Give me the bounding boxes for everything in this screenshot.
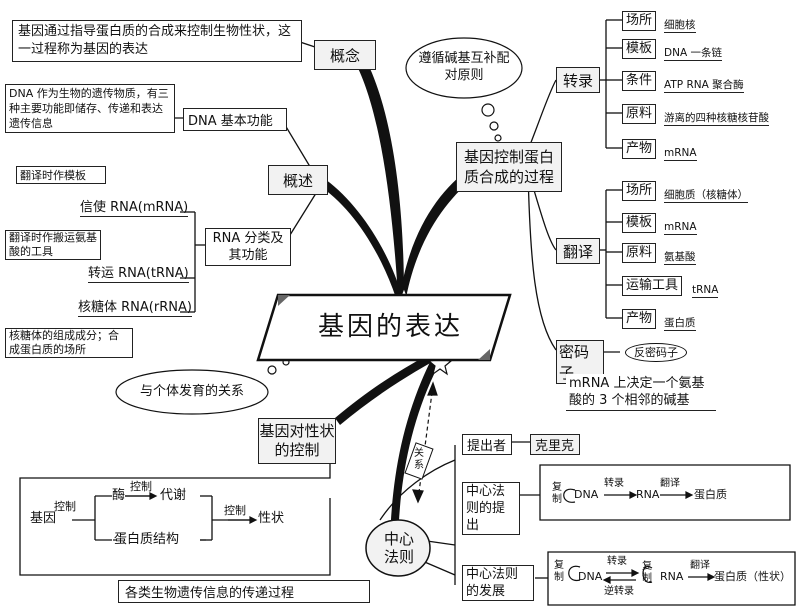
control-label-2: 控制 bbox=[130, 480, 152, 493]
flow1-replication: 复制 bbox=[552, 482, 562, 505]
flow1-protein: 蛋白质 bbox=[694, 488, 727, 501]
process-node: 基因控制蛋白质合成的过程 bbox=[456, 142, 562, 192]
concept-definition: 基因通过指导蛋白质的合成来控制生物性状，这一过程称为基因的表达 bbox=[12, 20, 302, 62]
transcription-value-3: 游离的四种核糖核苷酸 bbox=[664, 112, 769, 126]
transcription-node: 转录 bbox=[556, 67, 600, 93]
translation-key-0: 场所 bbox=[622, 181, 657, 201]
flow2-replication-dna: 复制 bbox=[554, 560, 564, 583]
flow2-transcription: 转录 bbox=[607, 556, 627, 567]
flow1-dna: DNA bbox=[574, 488, 599, 501]
translation-key-1: 模板 bbox=[622, 213, 657, 233]
flow2-dna: DNA bbox=[578, 570, 603, 583]
transcription-key-2: 条件 bbox=[622, 71, 657, 91]
flow2-translation: 翻译 bbox=[690, 560, 710, 571]
transcription-key-0: 场所 bbox=[622, 11, 657, 31]
dogma-proposal-node: 中心法则的提出 bbox=[462, 482, 520, 535]
transcription-key-1: 模板 bbox=[622, 39, 657, 59]
trait-control-node: 基因对性状的控制 bbox=[258, 418, 336, 464]
control-label-1: 控制 bbox=[54, 500, 76, 513]
dna-function-node: DNA 基本功能 bbox=[183, 108, 287, 131]
translation-node: 翻译 bbox=[556, 238, 600, 264]
translation-value-4: 蛋白质 bbox=[664, 317, 696, 331]
translation-key-3: 运输工具 bbox=[622, 276, 683, 296]
codon-definition: mRNA 上决定一个氨基酸的 3 个相邻的碱基 bbox=[566, 374, 716, 411]
mrna-label: 信使 RNA(mRNA) bbox=[80, 200, 189, 217]
translation-key-2: 原料 bbox=[622, 243, 657, 263]
control-label-3: 控制 bbox=[224, 504, 246, 517]
central-dogma-description: 各类生物遗传信息的传递过程 bbox=[118, 580, 370, 603]
transcription-key-3: 原料 bbox=[622, 104, 657, 124]
translation-value-0: 细胞质（核糖体） bbox=[664, 189, 748, 203]
trna-label: 转运 RNA(tRNA) bbox=[88, 266, 189, 283]
protein-structure-label: 蛋白质结构 bbox=[114, 532, 180, 547]
translation-key-4: 产物 bbox=[622, 309, 657, 329]
transcription-key-4: 产物 bbox=[622, 139, 657, 159]
flow2-protein-trait: 蛋白质（性状） bbox=[714, 570, 791, 583]
transcription-value-2: ATP RNA 聚合酶 bbox=[664, 79, 744, 93]
relation-label: 关系 bbox=[414, 448, 424, 471]
enzyme-label: 酶 bbox=[112, 488, 126, 503]
anticodon-bubble: 反密码子 bbox=[625, 343, 687, 363]
concept-node: 概念 bbox=[314, 40, 376, 70]
development-bubble: 与个体发育的关系 bbox=[140, 384, 245, 399]
central-dogma-node: 中心法则 bbox=[383, 530, 414, 566]
translation-value-1: mRNA bbox=[664, 221, 697, 235]
rna-classification-node: RNA 分类及其功能 bbox=[205, 228, 291, 266]
process-bubble: 遵循碱基互补配对原则 bbox=[418, 51, 510, 83]
flow1-translation: 翻译 bbox=[660, 478, 680, 489]
metabolism-label: 代谢 bbox=[160, 488, 187, 503]
flow1-rna: RNA bbox=[636, 488, 660, 501]
proposer-label: 提出者 bbox=[462, 434, 512, 455]
translation-value-2: 氨基酸 bbox=[664, 251, 696, 265]
flow1-transcription: 转录 bbox=[604, 478, 624, 489]
transcription-value-1: DNA 一条链 bbox=[664, 47, 722, 61]
trait-label: 性状 bbox=[258, 511, 285, 526]
transcription-value-0: 细胞核 bbox=[664, 19, 696, 33]
dogma-development-node: 中心法则的发展 bbox=[462, 565, 534, 601]
rrna-label: 核糖体 RNA(rRNA) bbox=[78, 300, 192, 317]
flow2-rna: RNA bbox=[660, 570, 684, 583]
flow2-replication-rna: 复制 bbox=[642, 561, 652, 584]
translation-value-3: tRNA bbox=[692, 284, 719, 298]
dna-function-note: DNA 作为生物的遗传物质，有三种主要功能即储存、传递和表达遗传信息 bbox=[5, 84, 175, 133]
center-title: 基因的表达 bbox=[318, 312, 464, 342]
rrna-note: 核糖体的组成成分；合成蛋白质的场所 bbox=[5, 328, 133, 358]
transcription-value-4: mRNA bbox=[664, 147, 697, 161]
trna-note: 翻译时作搬运氨基酸的工具 bbox=[5, 230, 101, 260]
proposer-name: 克里克 bbox=[530, 434, 580, 455]
mrna-note: 翻译时作模板 bbox=[16, 166, 106, 184]
overview-node: 概述 bbox=[268, 165, 328, 195]
gene-label: 基因 bbox=[30, 511, 57, 526]
flow2-reverse-transcription: 逆转录 bbox=[604, 586, 634, 597]
